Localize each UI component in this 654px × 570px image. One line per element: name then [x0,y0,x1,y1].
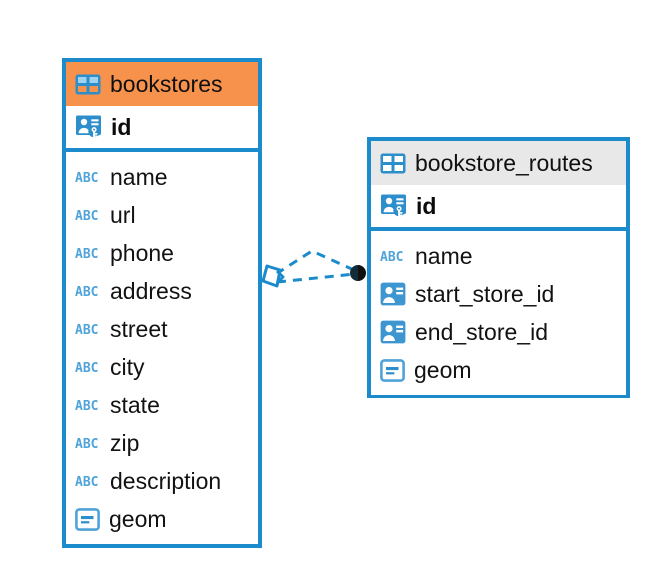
svg-text:ABC: ABC [75,437,98,451]
field-label: state [110,391,160,418]
relationship-line-lower [276,272,356,284]
field-row[interactable]: start_store_id [380,275,618,313]
geometry-type-icon [75,507,100,531]
text-type-icon: ABC [75,284,101,300]
svg-text:ABC: ABC [75,475,98,489]
field-label: end_store_id [415,318,548,345]
field-row[interactable]: end_store_id [380,313,618,351]
field-row[interactable]: ABC name [380,237,618,275]
field-row[interactable]: ABC state [75,386,250,424]
field-label: zip [110,429,140,456]
field-row[interactable]: geom [75,500,250,538]
text-type-icon: ABC [75,322,101,338]
crows-foot-diamond-marker [261,264,285,288]
geometry-type-icon [380,358,405,382]
field-row[interactable]: ABC name [75,158,250,196]
svg-text:ABC: ABC [75,361,98,375]
entity-bookstores-field-list: ABC name ABC url ABC p [66,152,258,544]
svg-text:ABC: ABC [75,285,98,299]
entity-bookstore-routes[interactable]: bookstore_routes [367,137,630,398]
text-type-icon: ABC [75,246,101,262]
table-icon [75,74,101,95]
field-row[interactable]: geom [380,351,618,389]
primary-key-icon [380,193,407,220]
svg-text:ABC: ABC [75,399,98,413]
relationship-connector [261,249,366,288]
field-row[interactable]: ABC phone [75,234,250,272]
field-label: phone [110,239,174,266]
entity-bookstore-routes-header[interactable]: bookstore_routes [371,141,626,185]
svg-text:ABC: ABC [75,171,98,185]
relationship-line-upper [275,249,357,276]
field-label: url [110,201,136,228]
entity-title: bookstores [110,70,223,97]
entity-bookstore-routes-primary-key-row[interactable]: id [371,185,626,231]
field-row[interactable]: ABC address [75,272,250,310]
primary-key-label: id [416,192,437,219]
field-row[interactable]: ABC zip [75,424,250,462]
foreign-key-icon [380,282,406,306]
entity-bookstores-primary-key-row[interactable]: id [66,106,258,152]
field-label: street [110,315,168,342]
entity-title: bookstore_routes [415,149,593,176]
entity-bookstores-header[interactable]: bookstores [66,62,258,106]
primary-key-icon [75,114,102,141]
svg-text:ABC: ABC [75,247,98,261]
field-label: description [110,467,222,494]
primary-key-label: id [111,113,132,140]
field-label: name [110,163,168,190]
text-type-icon: ABC [75,208,101,224]
field-row[interactable]: ABC city [75,348,250,386]
field-label: geom [414,356,472,383]
filled-circle-marker [350,265,366,281]
field-row[interactable]: ABC street [75,310,250,348]
foreign-key-icon [380,320,406,344]
text-type-icon: ABC [75,170,101,186]
svg-text:ABC: ABC [75,209,98,223]
field-label: geom [109,505,167,532]
field-row[interactable]: ABC description [75,462,250,500]
field-label: address [110,277,192,304]
table-icon [380,153,406,174]
text-type-icon: ABC [380,249,406,265]
svg-text:ABC: ABC [75,323,98,337]
field-row[interactable]: ABC url [75,196,250,234]
text-type-icon: ABC [75,360,101,376]
field-label: start_store_id [415,280,555,307]
field-label: name [415,242,473,269]
entity-bookstores[interactable]: bookstores [62,58,262,548]
text-type-icon: ABC [75,436,101,452]
field-label: city [110,353,145,380]
text-type-icon: ABC [75,398,101,414]
svg-text:ABC: ABC [380,250,403,264]
entity-bookstore-routes-field-list: ABC name start_store_id [371,231,626,395]
text-type-icon: ABC [75,474,101,490]
